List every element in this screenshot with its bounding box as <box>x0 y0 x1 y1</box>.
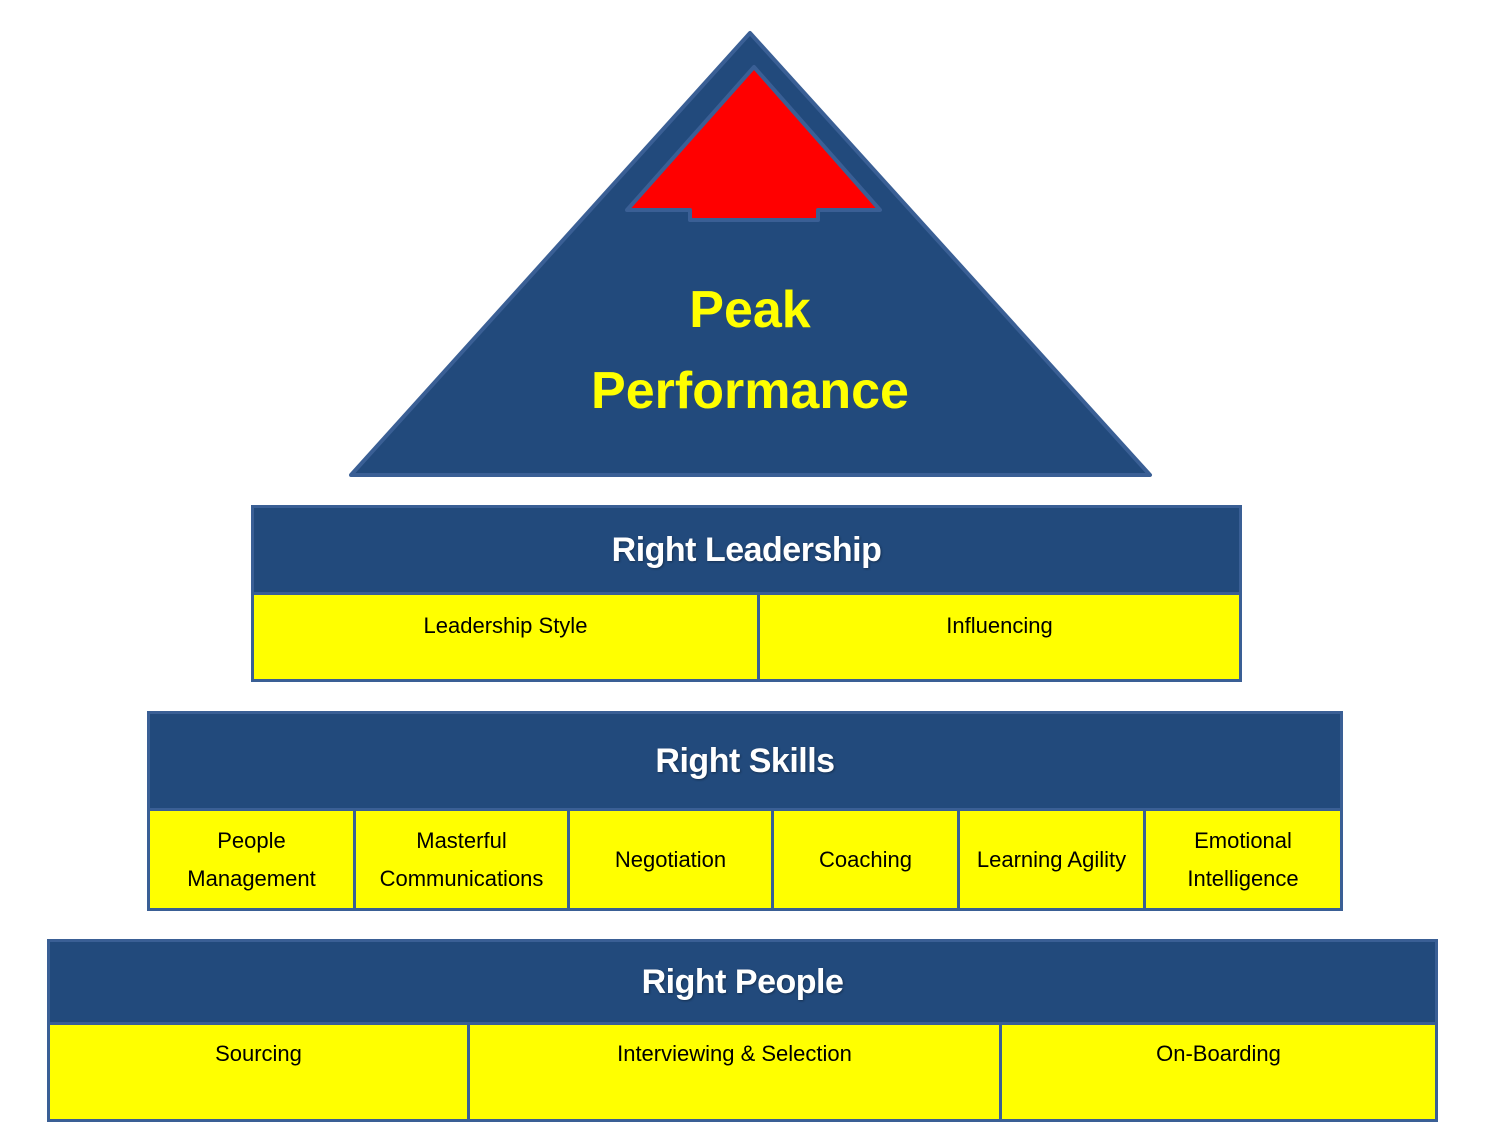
cell-sourcing: Sourcing <box>50 1022 470 1119</box>
peak-title-line1: Peak <box>689 281 811 339</box>
tier-title-right-people: Right People <box>641 962 844 1001</box>
cell-label-line1: People <box>217 827 286 853</box>
cell-interviewing-selection: Interviewing & Selection <box>470 1022 1002 1119</box>
cell-label: On-Boarding <box>1156 1041 1281 1066</box>
leadership-cells: Leadership Style Influencing <box>254 592 1239 679</box>
tier-right-leadership: Right Leadership Leadership Style Influe… <box>251 505 1242 682</box>
cell-influencing: Influencing <box>760 592 1239 679</box>
cell-label-line2: Intelligence <box>1187 865 1299 891</box>
cell-label: Leadership Style <box>423 613 588 638</box>
cell-on-boarding: On-Boarding <box>1002 1022 1435 1119</box>
cell-people-management: People Management <box>150 808 356 908</box>
cell-leadership-style: Leadership Style <box>254 592 760 679</box>
cell-learning-agility: Learning Agility <box>960 808 1146 908</box>
cell-label: Negotiation <box>614 846 727 872</box>
cell-label: Learning Agility <box>976 846 1127 872</box>
cell-label-line1: Emotional <box>1194 827 1292 853</box>
people-cells: Sourcing Interviewing & Selection On-Boa… <box>50 1022 1435 1119</box>
cell-label-line1: Masterful <box>416 827 507 853</box>
cell-masterful-communications: Masterful Communications <box>356 808 570 908</box>
peak-title-line2: Performance <box>591 362 909 420</box>
tier-right-skills: Right Skills People Management Masterful… <box>147 711 1343 911</box>
cell-emotional-intelligence: Emotional Intelligence <box>1146 808 1340 908</box>
cell-label: Sourcing <box>215 1041 302 1066</box>
tier-title-right-skills: Right Skills <box>655 741 835 780</box>
cell-label: Influencing <box>946 613 1053 638</box>
cell-coaching: Coaching <box>774 808 960 908</box>
cell-label-line2: Communications <box>379 865 544 891</box>
tier-title-right-leadership: Right Leadership <box>611 530 882 569</box>
cell-negotiation: Negotiation <box>570 808 774 908</box>
tier-right-people: Right People Sourcing Interviewing & Sel… <box>47 939 1438 1122</box>
cell-label-line2: Management <box>187 865 316 891</box>
red-up-arrow-icon <box>625 65 882 222</box>
peak-triangle <box>349 31 1152 477</box>
peak-triangle-graphic: Peak Performance <box>349 31 1152 477</box>
cell-label: Interviewing & Selection <box>617 1041 852 1066</box>
cell-label: Coaching <box>819 846 912 872</box>
skills-cells: People Management Masterful Communicatio… <box>150 808 1340 908</box>
